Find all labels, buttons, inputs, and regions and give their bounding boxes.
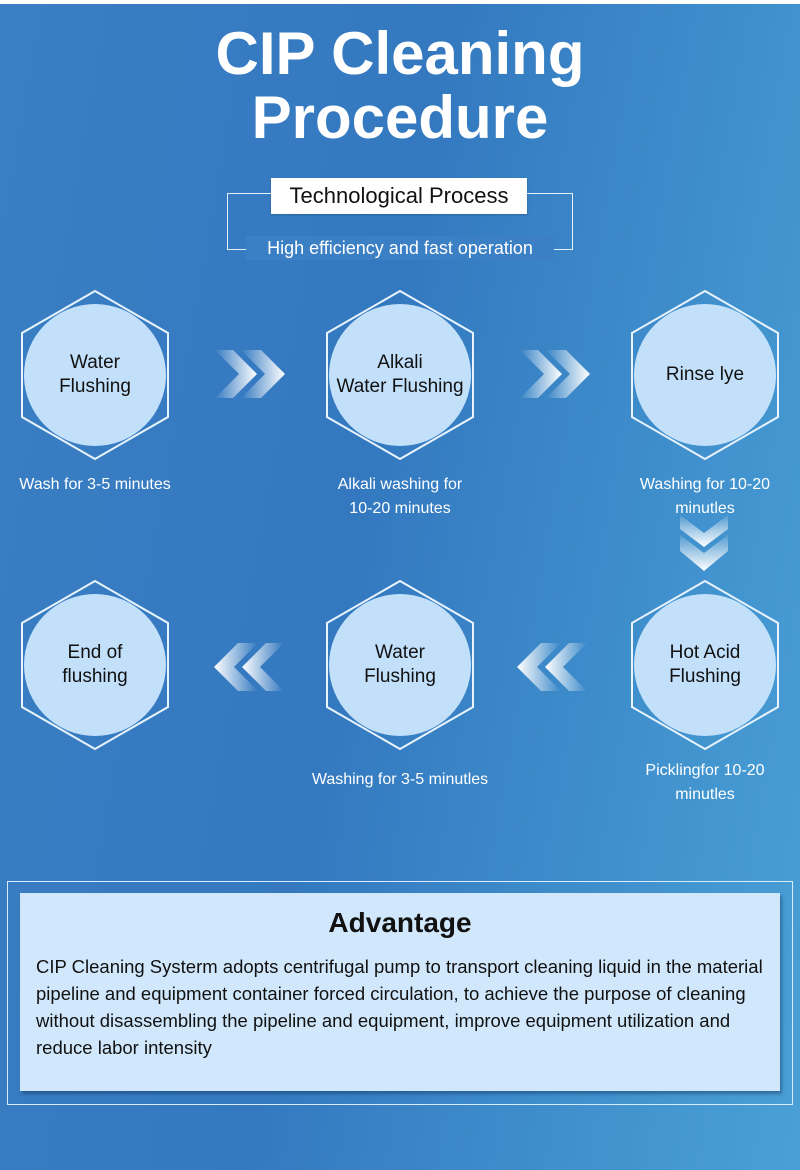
step-circle [329,594,471,736]
hexagon-icon [21,290,169,460]
advantage-text: CIP Cleaning Systerm adopts centrifugal … [36,956,763,1058]
page-title: CIP Cleaning Procedure [0,22,800,150]
step-circle [634,594,776,736]
step-label: Rinse lye [665,364,745,385]
title-line-1: CIP Cleaning [215,20,585,87]
step-3-rinse-lye: Rinse lye [630,290,780,460]
hexagon-icon [631,580,779,750]
hexagon-icon [631,290,779,460]
title-line-2: Procedure [251,84,549,151]
hexagon-icon [326,580,474,750]
step-circle [329,304,471,446]
hexagon-icon [21,580,169,750]
double-chevron-down-icon [680,515,728,571]
section-label: Technological Process [271,178,527,214]
step-circle [634,304,776,446]
advantage-panel: Advantage CIP Cleaning Systerm adopts ce… [20,893,780,1091]
double-chevron-right-icon [520,350,590,398]
step-circle [24,304,166,446]
advantage-title: Advantage [328,907,472,938]
double-chevron-left-icon [214,643,284,691]
subtitle: High efficiency and fast operation [246,236,554,260]
double-chevron-right-icon [215,350,285,398]
double-chevron-left-icon [517,643,587,691]
top-strip [0,0,800,4]
advantage-frame [7,881,793,1105]
hexagon-icon [326,290,474,460]
step-5-caption: Washing for 3-5 minutles [311,771,489,788]
step-1-caption: Wash for 3-5 minutes [19,476,171,493]
step-circle [24,594,166,736]
